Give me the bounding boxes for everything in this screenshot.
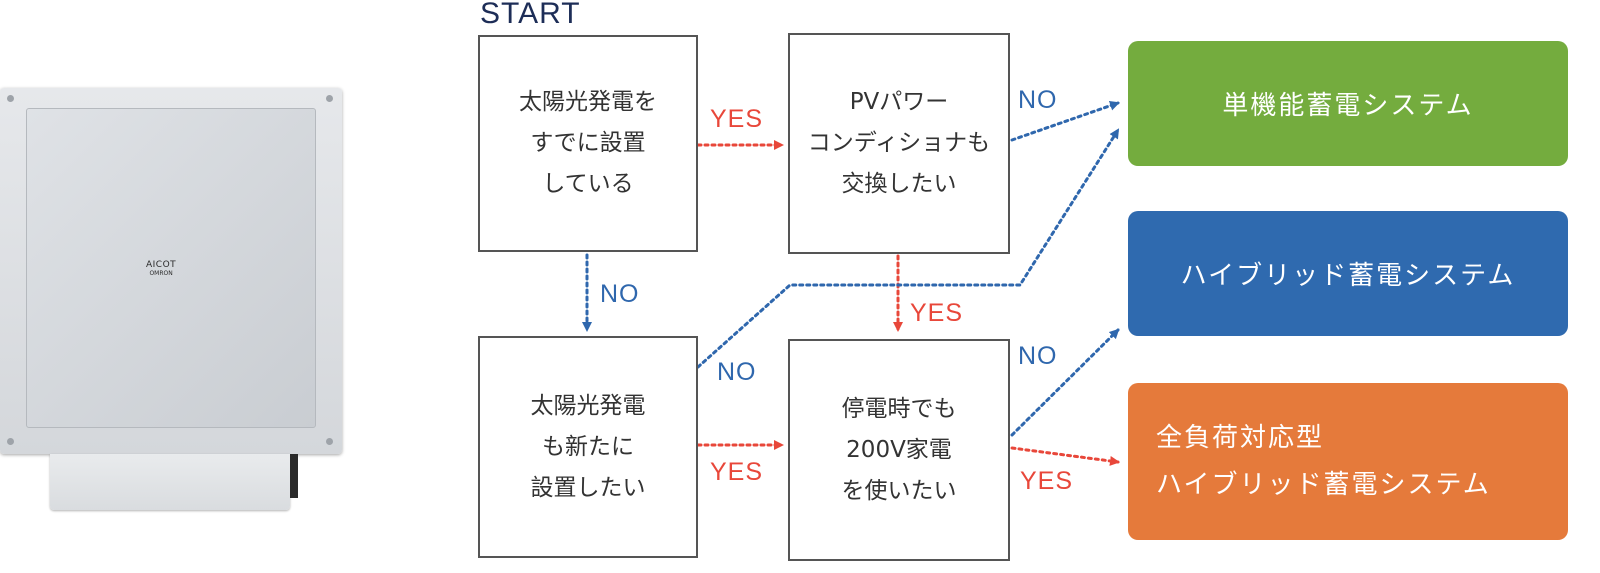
result-hybrid-storage: ハイブリッド蓄電システム [1128, 211, 1568, 336]
no-label-q1-q3: NO [600, 280, 640, 308]
question-existing-solar: 太陽光発電を すでに設置 している [478, 35, 698, 252]
product-image: AICOT OMRON [0, 0, 360, 573]
question-install-new-solar: 太陽光発電 も新たに 設置したい [478, 336, 698, 558]
cable [290, 454, 298, 498]
yes-label-q2-q4: YES [910, 299, 964, 327]
yes-label-q1-q2: YES [710, 105, 764, 133]
brand-text: OMRON [149, 270, 173, 277]
result-single-function-storage: 単機能蓄電システム [1128, 41, 1568, 166]
arrow-q4-r2-no [1010, 328, 1120, 437]
front-panel [26, 108, 316, 428]
no-label-q2-r1: NO [1018, 86, 1058, 114]
storage-unit-base [50, 454, 290, 510]
question-use-200v-appliances: 停電時でも 200V家電 を使いたい [788, 339, 1010, 561]
start-label: START [480, 0, 581, 30]
screw-icon [7, 438, 14, 445]
logo-text: AICOT [146, 260, 177, 270]
screw-icon [326, 438, 333, 445]
result-full-load-hybrid-storage: 全負荷対応型 ハイブリッド蓄電システム [1128, 383, 1568, 540]
screw-icon [7, 95, 14, 102]
product-logo: AICOT OMRON [146, 260, 176, 277]
arrow-q3-r1-no [696, 128, 1120, 369]
screw-icon [326, 95, 333, 102]
yes-label-q3-q4: YES [710, 458, 764, 486]
no-label-q4-r2: NO [1018, 342, 1058, 370]
arrow-q4-r3-yes [1010, 446, 1120, 466]
arrow-q2-r1-no [1010, 100, 1120, 142]
yes-label-q4-r3: YES [1020, 467, 1074, 495]
no-label-q3-r1: NO [717, 358, 757, 386]
question-replace-pv-conditioner: PVパワー コンディショナも 交換したい [788, 33, 1010, 254]
storage-unit-cabinet [0, 88, 342, 454]
